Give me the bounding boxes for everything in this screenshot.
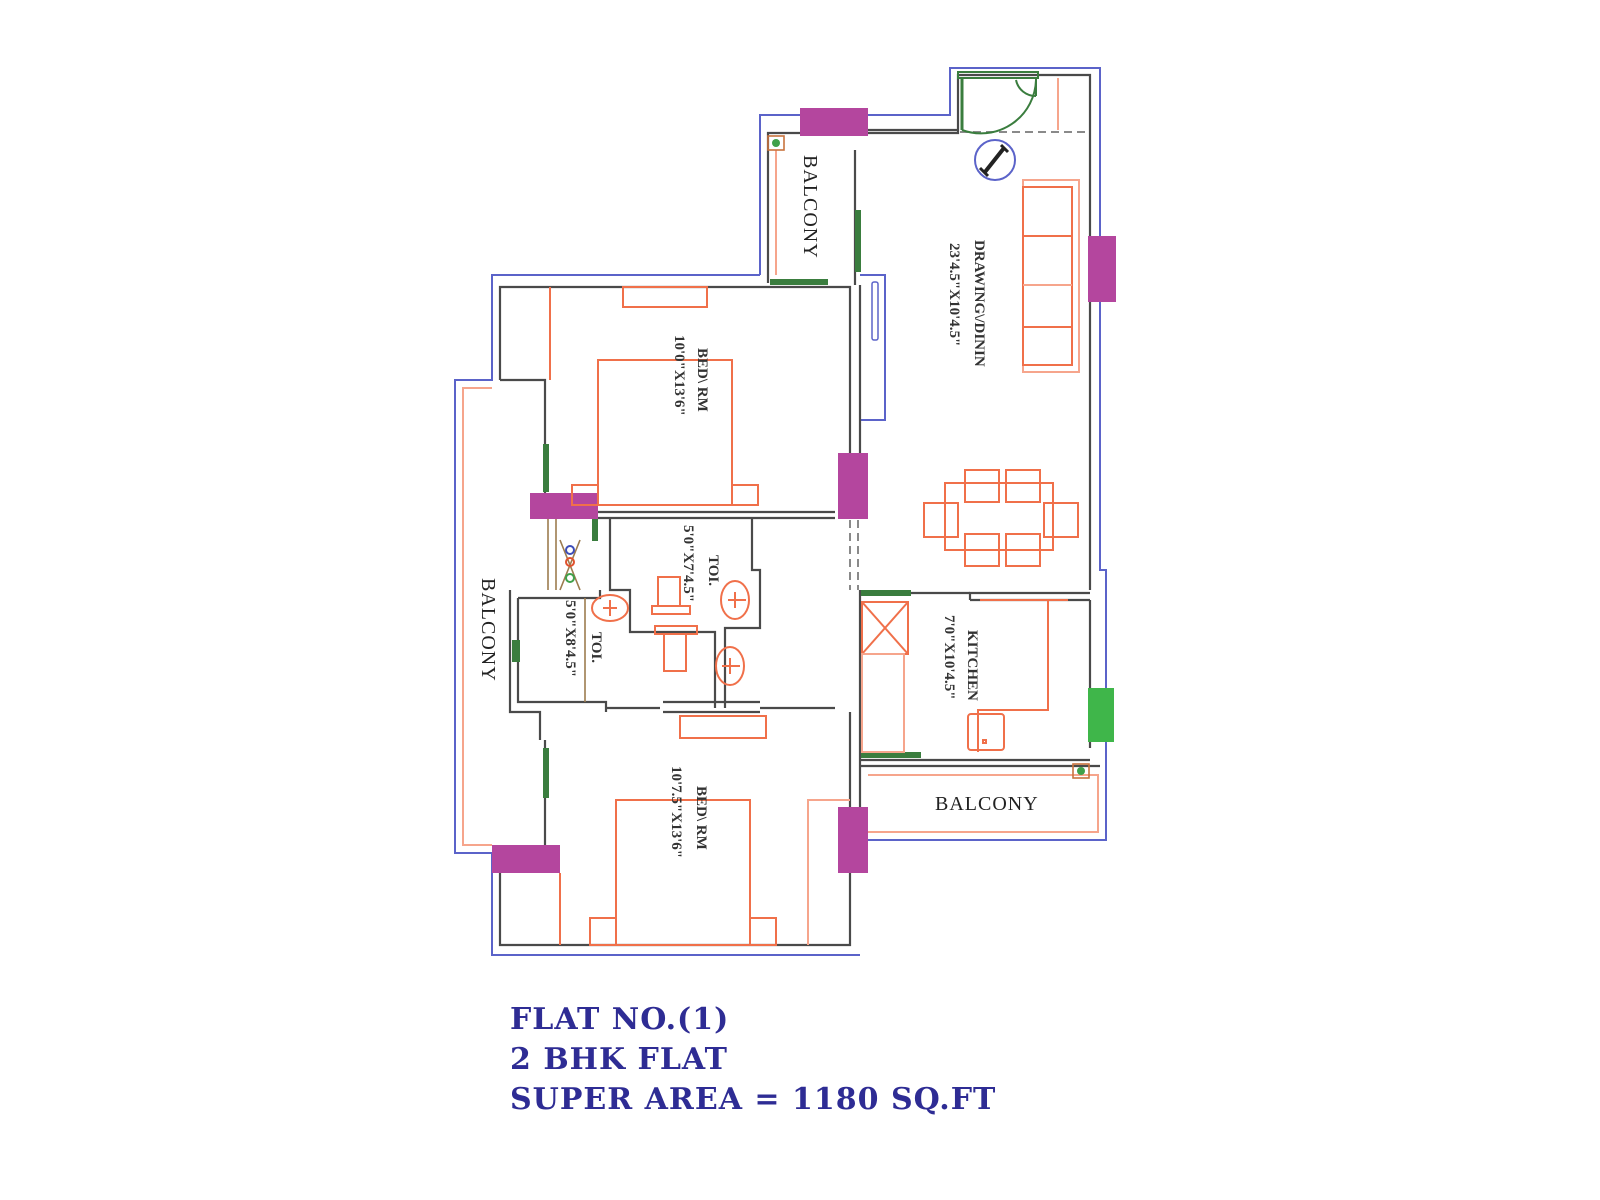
toilet2-dims: 5'0"X8'4.5"	[562, 600, 578, 677]
entry-door[interactable]	[957, 71, 1059, 135]
balcony-left-label: BALCONY	[477, 578, 499, 682]
super-area: SUPER AREA = 1180 SQ.FT	[510, 1082, 997, 1117]
toilet1-dims: 5'0"X7'4.5"	[680, 525, 696, 602]
dining-table	[923, 469, 1079, 567]
bed2-furniture	[559, 715, 850, 946]
sofa	[1022, 179, 1080, 373]
bed2-dims: 10'7.5"X13'6"	[668, 766, 684, 858]
flat-number: FLAT NO.(1)	[510, 1002, 730, 1037]
drain-icons	[767, 135, 1090, 779]
flat-caption: FLAT NO.(1) 2 BHK FLAT SUPER AREA = 1180…	[510, 1000, 996, 1120]
toilet-fixtures	[591, 576, 750, 686]
kitchen-label: KITCHEN	[964, 630, 980, 701]
service-duct	[547, 519, 598, 702]
entry-marker-icon	[974, 139, 1016, 181]
drawing-room-dims: 23'4.5"X10'4.5"	[946, 243, 962, 346]
bed1-label: BED\ RM	[694, 348, 710, 412]
balcony-bottom-label: BALCONY	[935, 793, 1039, 815]
walls	[498, 73, 1100, 947]
bed1-dims: 10'0"X13'6"	[671, 335, 687, 416]
bed2-label: BED\ RM	[693, 786, 709, 850]
windows-green	[512, 210, 1114, 798]
flat-type: 2 BHK FLAT	[510, 1042, 728, 1077]
toilet1-label: TOI.	[705, 555, 721, 586]
balcony-rails	[462, 150, 1099, 846]
balcony-top-label: BALCONY	[799, 155, 821, 259]
drawing-room-label: DRAWING\/DININ	[971, 240, 987, 367]
bed1-furniture	[549, 286, 759, 506]
kitchen-dims: 7'0"X10'4.5"	[941, 615, 957, 700]
toilet2-label: TOI.	[588, 632, 604, 663]
kitchen-fixtures	[861, 599, 1068, 753]
